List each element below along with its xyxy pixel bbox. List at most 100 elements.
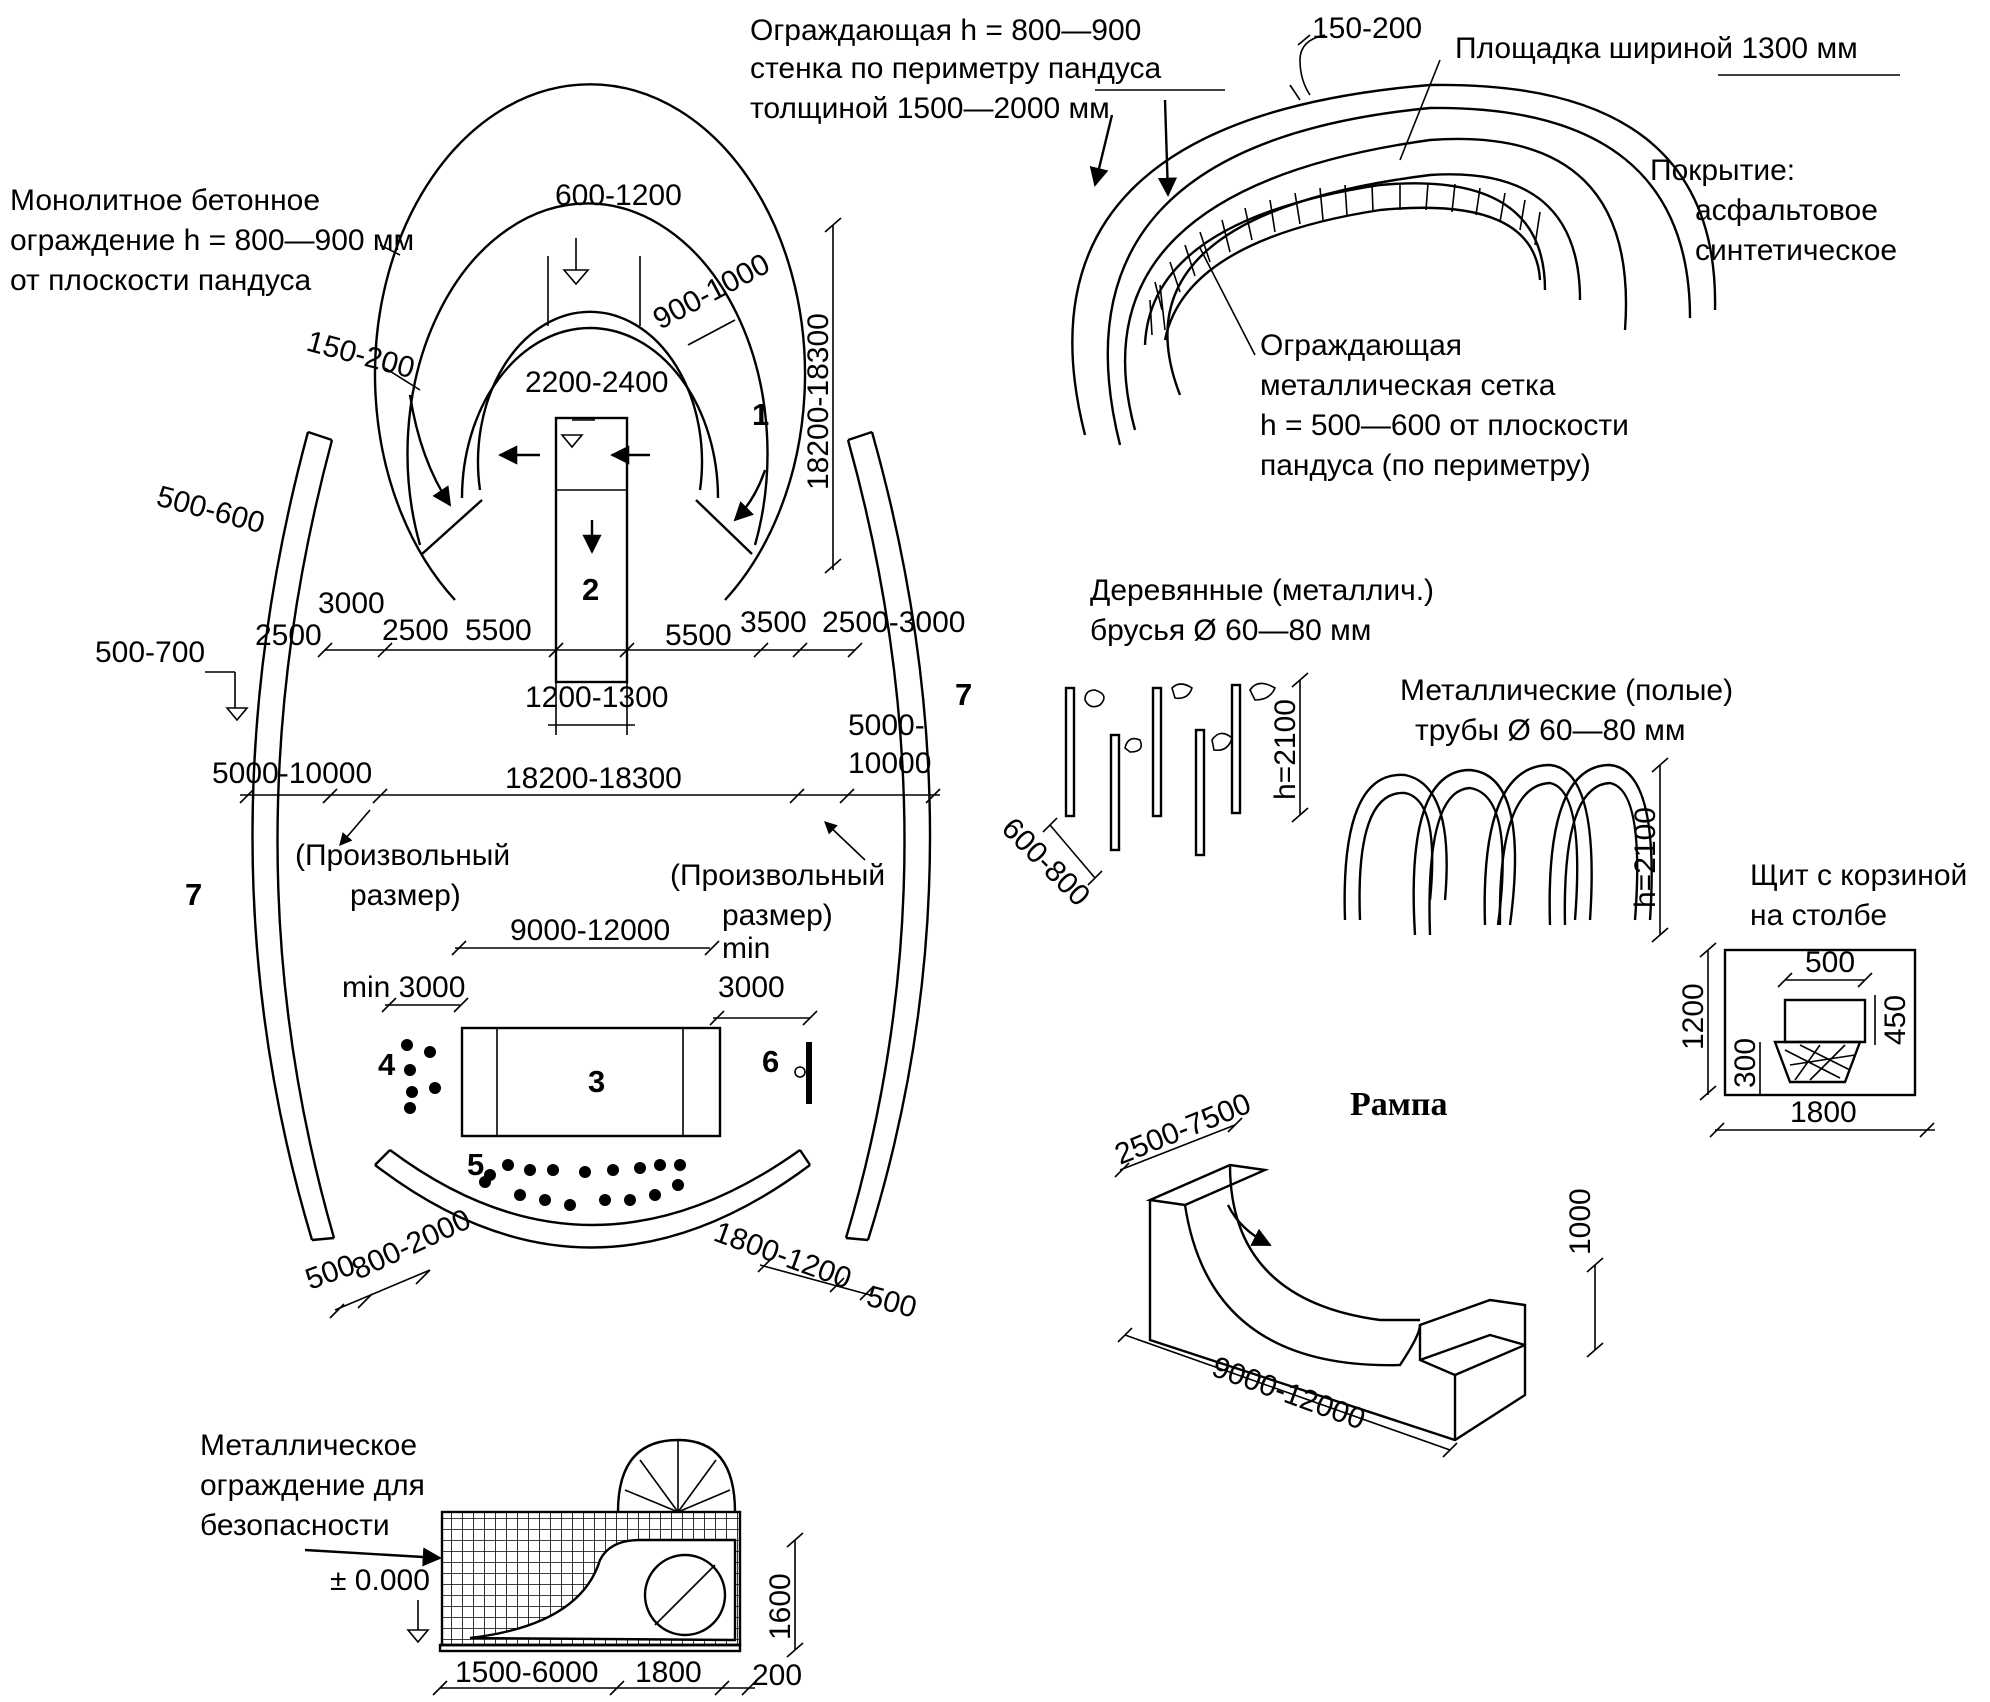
dim-5000-right-1: 5000- bbox=[848, 709, 925, 742]
dim-900-1000: 900-1000 bbox=[648, 248, 775, 337]
mesh-label-1: Ограждающая bbox=[1260, 329, 1462, 362]
ramp-3d-view: Ограждающая h = 800—900 стенка по периме… bbox=[750, 12, 1900, 482]
halfpipe-detail: Рампа 2500-7500 1000 9000-12000 bbox=[1110, 1086, 1604, 1458]
concrete-wall-label-1: Монолитное бетонное bbox=[10, 184, 320, 217]
ramp-dim-150-200: 150-200 bbox=[1312, 12, 1422, 45]
plan-view: Монолитное бетонное ограждение h = 800—9… bbox=[10, 83, 972, 1325]
mesh-label-2: металлическая сетка bbox=[1260, 369, 1556, 402]
dim-5500-b: 5500 bbox=[665, 619, 732, 652]
dim-18200-18300-horizontal: 18200-18300 bbox=[505, 762, 682, 795]
fence-label-3: безопасности bbox=[200, 1509, 390, 1542]
dim-18200-18300-vertical: 18200-18300 bbox=[802, 313, 835, 490]
basket-label-1: Щит с корзиной bbox=[1750, 859, 1967, 892]
concrete-wall-label-3: от плоскости пандуса bbox=[10, 264, 312, 297]
arbitrary-right-1: (Произвольный bbox=[670, 859, 885, 892]
section-dim-1600: 1600 bbox=[764, 1573, 797, 1640]
beam-posts bbox=[1064, 683, 1242, 857]
coating-label-3: синтетическое bbox=[1695, 234, 1897, 267]
basket-dim-1200: 1200 bbox=[1677, 983, 1710, 1050]
basket-label-2: на столбе bbox=[1750, 899, 1887, 932]
ramp-section-profile bbox=[469, 1538, 737, 1642]
zone-number-7-right: 7 bbox=[955, 677, 972, 712]
ramp-outer-wall-arc bbox=[1071, 83, 1717, 436]
mesh-bars bbox=[1149, 182, 1541, 336]
dim-800-2000: 800-2000 bbox=[347, 1203, 476, 1286]
mesh-label-4: пандуса (по периметру) bbox=[1260, 449, 1591, 482]
zone-5-arc bbox=[389, 1149, 801, 1227]
halfpipe-dim-width: 2500-7500 bbox=[1110, 1087, 1255, 1171]
basket-dim-1800: 1800 bbox=[1790, 1096, 1857, 1129]
zone-number-1: 1 bbox=[752, 397, 769, 432]
dim-3000-right: 3000 bbox=[718, 971, 785, 1004]
dim-3500: 3500 bbox=[740, 606, 807, 639]
zone-5-dots bbox=[479, 1159, 686, 1211]
dim-1200-1300: 1200-1300 bbox=[525, 681, 668, 714]
dim-5000-10000-left: 5000-10000 bbox=[212, 757, 372, 790]
section-dim-200: 200 bbox=[752, 1659, 802, 1692]
ramp-wall-label-1: Ограждающая h = 800—900 bbox=[750, 14, 1141, 47]
concrete-wall-label-2: ограждение h = 800—900 мм bbox=[10, 224, 414, 257]
dim-500-bottom-right: 500 bbox=[863, 1280, 920, 1325]
beams-label-2: брусья Ø 60—80 мм bbox=[1090, 614, 1371, 647]
dim-150-200: 150-200 bbox=[303, 325, 418, 385]
backboard bbox=[1723, 948, 1917, 1097]
section-dim-1800: 1800 bbox=[635, 1656, 702, 1689]
dim-600-1200: 600-1200 bbox=[555, 179, 682, 212]
beams-detail: Деревянные (металлич.) брусья Ø 60—80 мм… bbox=[995, 574, 1434, 913]
basket-dim-300: 300 bbox=[1729, 1038, 1762, 1088]
section-detail: Металлическое ограждение для безопасност… bbox=[200, 1429, 804, 1696]
dim-2500-3000: 2500-3000 bbox=[822, 606, 965, 639]
dim-3000: 3000 bbox=[318, 587, 385, 620]
u-wall-outer-arc bbox=[373, 83, 807, 601]
basket-dim-450: 450 bbox=[1879, 995, 1912, 1045]
u-wall-inner-arc-2 bbox=[460, 326, 720, 499]
tunnel-circle bbox=[643, 1553, 727, 1637]
mesh-label-3: h = 500—600 от плоскости bbox=[1260, 409, 1629, 442]
beams-label-1: Деревянные (металлич.) bbox=[1090, 574, 1434, 607]
arbitrary-left-1: (Произвольный bbox=[295, 839, 510, 872]
dim-2500-b: 2500 bbox=[382, 614, 449, 647]
zone-2-strip bbox=[554, 416, 629, 684]
u-wall-inner-arc bbox=[476, 310, 704, 491]
dim-5500-a: 5500 bbox=[465, 614, 532, 647]
dim-2500-a: 2500 bbox=[255, 619, 322, 652]
zone-number-5: 5 bbox=[467, 1147, 484, 1182]
dim-1800-1200: 1800-1200 bbox=[710, 1216, 856, 1296]
zone-4-dots bbox=[401, 1039, 441, 1114]
pipes-detail: Металлические (полые) трубы Ø 60—80 мм h… bbox=[1343, 674, 1733, 943]
halfpipe-title: Рампа bbox=[1350, 1086, 1448, 1123]
fence-label-1: Металлическое bbox=[200, 1429, 417, 1462]
pipes-dim-h: h=2100 bbox=[1629, 807, 1662, 908]
dim-500-600: 500-600 bbox=[153, 480, 268, 540]
zone-3-field bbox=[460, 1026, 722, 1138]
zone-number-2: 2 bbox=[582, 572, 599, 607]
zone-6-stand bbox=[806, 1042, 812, 1104]
zone-number-7-left: 7 bbox=[185, 877, 202, 912]
dim-10000-right-2: 10000 bbox=[848, 747, 931, 780]
halfpipe-left-top bbox=[1145, 1163, 1270, 1207]
coating-label-2: асфальтовое bbox=[1695, 194, 1878, 227]
dim-500-700: 500-700 bbox=[95, 636, 205, 669]
dim-2200-2400: 2200-2400 bbox=[525, 366, 668, 399]
zone-number-4: 4 bbox=[378, 1047, 396, 1082]
section-dim-1500-6000: 1500-6000 bbox=[455, 1656, 598, 1689]
coating-label-1: Покрытие: bbox=[1650, 154, 1795, 187]
basket-dim-500: 500 bbox=[1805, 946, 1855, 979]
zone-number-6: 6 bbox=[762, 1044, 779, 1079]
section-level: ± 0.000 bbox=[330, 1564, 430, 1597]
fence-label-2: ограждение для bbox=[200, 1469, 425, 1502]
beams-dim-h: h=2100 bbox=[1269, 699, 1302, 800]
backboard-square bbox=[1783, 998, 1867, 1044]
pipes-label-1: Металлические (полые) bbox=[1400, 674, 1733, 707]
halfpipe-dim-height: 1000 bbox=[1564, 1188, 1597, 1255]
ramp-wall-label-3: толщиной 1500—2000 мм bbox=[750, 92, 1110, 125]
pipes-label-2: трубы Ø 60—80 мм bbox=[1415, 714, 1686, 747]
ramp-wall-label-2: стенка по периметру пандуса bbox=[750, 52, 1161, 85]
dim-9000-12000-plan: 9000-12000 bbox=[510, 914, 670, 947]
arbitrary-left-2: размер) bbox=[350, 879, 461, 912]
basketball-board-detail: Щит с корзиной на столбе 500 450 1200 30… bbox=[1677, 859, 1967, 1138]
arbitrary-right-2: размер) bbox=[722, 899, 833, 932]
dim-min-right: min bbox=[722, 932, 770, 965]
platform-label: Площадка шириной 1300 мм bbox=[1455, 32, 1858, 65]
